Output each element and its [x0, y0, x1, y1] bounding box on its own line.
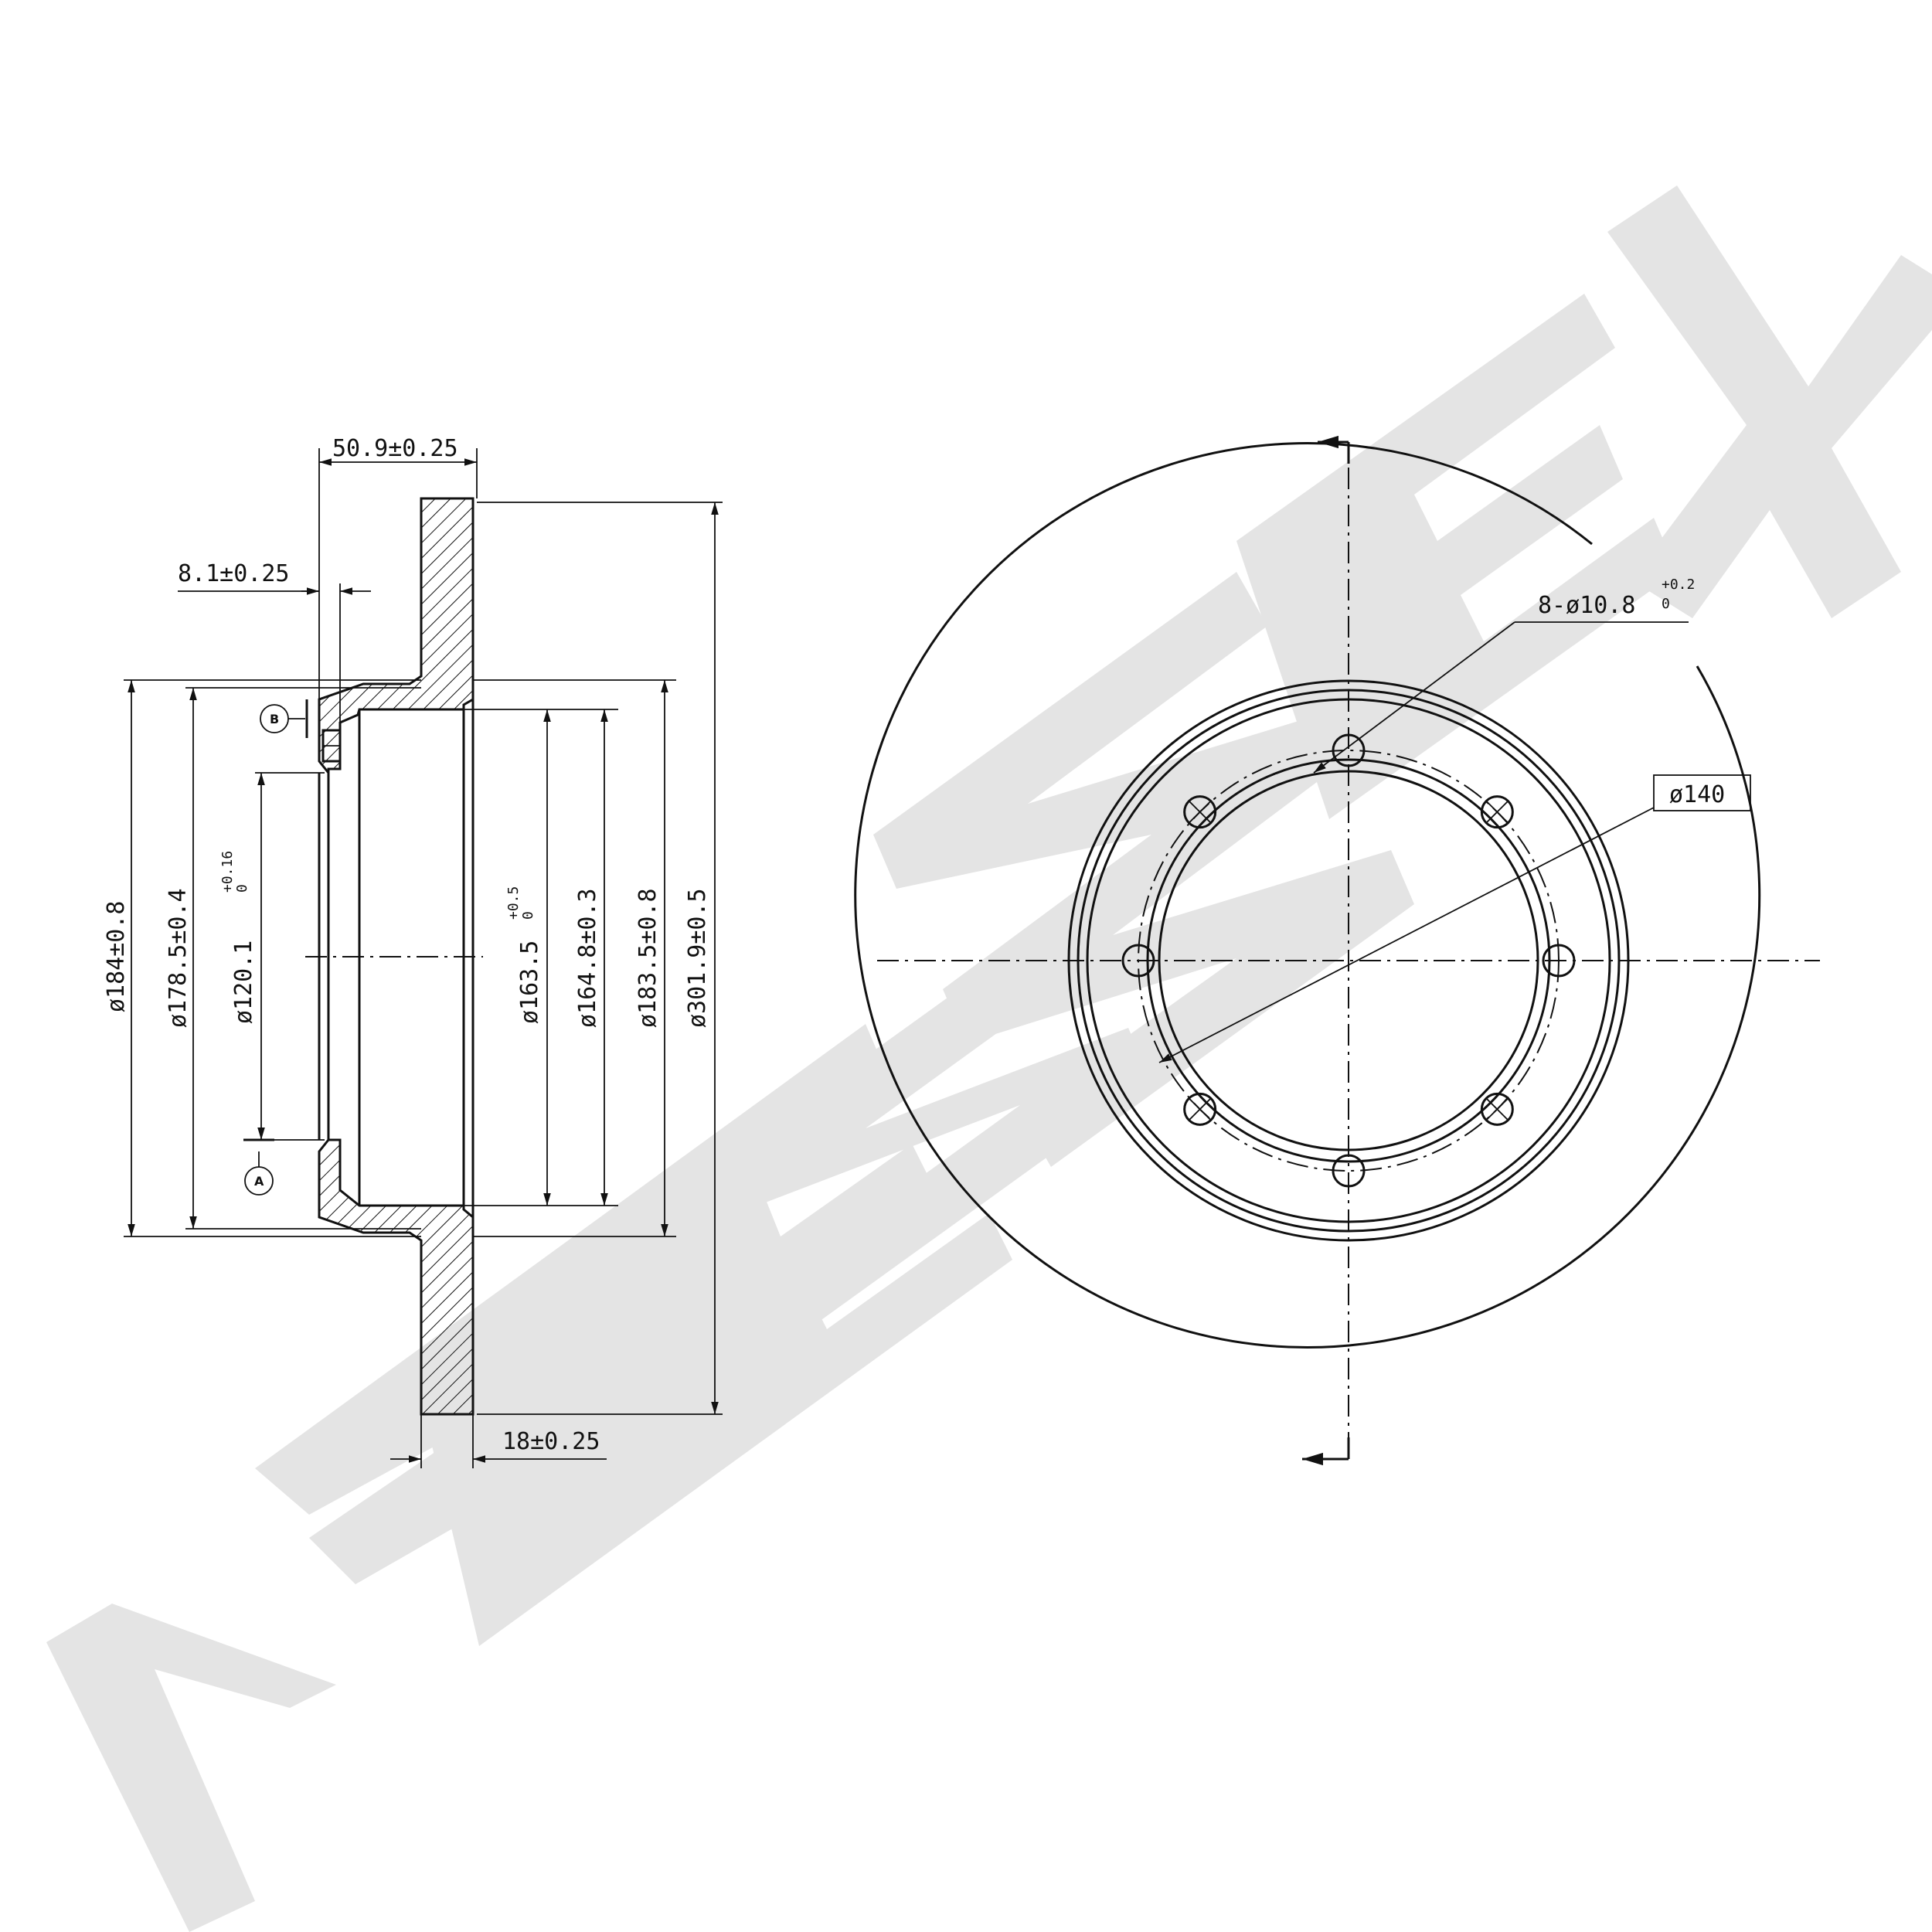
- holes-tol-lower: 0: [1662, 596, 1670, 612]
- dim-dia-183: ø183.5±0.8: [634, 888, 662, 1028]
- dim-dia-178: ø178.5±0.4: [165, 888, 192, 1028]
- dim-dia-301: ø301.9±0.5: [684, 888, 711, 1028]
- dim-dia-120-tol-upper: +0.16: [219, 851, 236, 893]
- dim-disc-thickness: 18±0.25: [502, 1428, 600, 1455]
- front-view: 8-ø10.8 +0.2 0 ø140: [854, 435, 1820, 1466]
- dim-dia-184: ø184±0.8: [103, 901, 130, 1013]
- bolt-hole: [1183, 795, 1217, 829]
- section-profile-bottom: [318, 1138, 474, 1416]
- holes-tol-upper: +0.2: [1662, 577, 1695, 593]
- datum-b-label: B: [270, 712, 279, 726]
- bolt-hole: [1480, 1092, 1514, 1126]
- dim-dia-120-tol-lower: 0: [234, 884, 250, 893]
- section-view: 50.9±0.25 8.1±0.25 18±0.25 ø184±0.8 ø178…: [103, 435, 723, 1468]
- bolt-hole: [1332, 733, 1366, 767]
- bolt-hole: [1121, 944, 1155, 978]
- holes-callout: 8-ø10.8: [1538, 592, 1635, 619]
- bolt-hole-cross: [1188, 800, 1212, 824]
- bolt-hole-cross: [1188, 1097, 1212, 1121]
- disc-outer-edge: [854, 442, 1761, 1349]
- pcd-label: ø140: [1669, 781, 1725, 808]
- dim-dia-163-tol-lower: 0: [520, 911, 536, 920]
- datum-a-label: A: [254, 1174, 264, 1189]
- bolt-holes: [1121, 733, 1576, 1188]
- bolt-hole-cross: [1485, 800, 1509, 824]
- bolt-hole: [1332, 1154, 1366, 1188]
- bolt-hole-cross: [1485, 1097, 1509, 1121]
- dim-dia-120: ø120.1: [230, 940, 257, 1024]
- bolt-hole: [1183, 1092, 1217, 1126]
- dim-dia-163-tol-upper: +0.5: [505, 886, 522, 920]
- bolt-hole: [1542, 944, 1576, 978]
- dim-total-width: 50.9±0.25: [332, 435, 458, 462]
- bolt-hole: [1480, 795, 1514, 829]
- dim-dia-164: ø164.8±0.3: [574, 888, 601, 1028]
- section-profile-top: [318, 497, 474, 777]
- dim-flange-thickness: 8.1±0.25: [178, 560, 290, 587]
- dim-dia-163: ø163.5: [516, 940, 543, 1024]
